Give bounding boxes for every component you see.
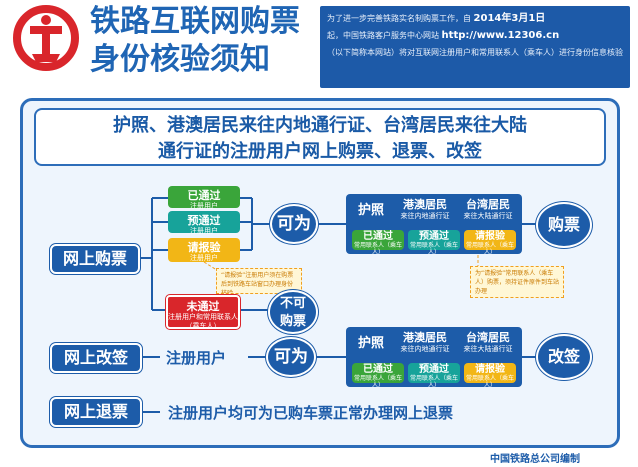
doc-sub: 来往大陆通行证: [463, 345, 513, 353]
note-pending-contact: 为“请报验”常用联系人（乘车人）购票，须持证件原件到车站办理: [470, 266, 564, 298]
title-line1: 铁路互联网购票: [90, 4, 300, 39]
purchase-docs-panel: 护照 港澳居民 来往内地通行证 台湾居民 来往大陆通行证 已通过 常用联系人（乘…: [346, 194, 522, 256]
status-sub: 常用联系人（乘车人）: [409, 242, 458, 256]
doc-main: 台湾居民: [466, 331, 510, 344]
heading-box: 护照、港澳居民来往内地通行证、台湾居民来往大陆 通行证的注册用户网上购票、退票、…: [34, 108, 606, 166]
doc-sub: 来往内地通行证: [400, 212, 450, 220]
doc-main: 港澳居民: [403, 331, 447, 344]
status-sub: 常用联系人（乘车人）: [409, 375, 458, 389]
status-main: 已通过: [363, 231, 393, 242]
taiwan-doc: 台湾居民 来往大陆通行证: [458, 198, 518, 226]
heading-line1: 护照、港澳居民来往内地通行证、台湾居民来往大陆: [113, 115, 527, 136]
status-sub: 注册用户: [190, 227, 218, 235]
status-pre-passed: 预通过 注册用户: [168, 211, 240, 235]
status-main: 预通过: [187, 214, 221, 227]
status-sub: 常用联系人（乘车人）: [465, 375, 514, 389]
status-main: 未通过: [186, 300, 220, 313]
notice-line: （以下简称本网站）将对互联网注册用户和常用联系人（乘车人）进行身份信息核验。: [327, 48, 623, 57]
doc-sub: 来往大陆通行证: [463, 212, 513, 220]
notice-box: 为了进一步完善铁路实名制购票工作，自 2014年3月1日 起，中国铁路客户服务中…: [320, 6, 630, 88]
heading-line2: 通行证的注册用户网上购票、退票、改签: [158, 141, 482, 162]
status-sub: 常用联系人（乘车人）: [353, 375, 402, 389]
contact-pending-check: 请报验 常用联系人（乘车人）: [464, 363, 516, 389]
contact-pre-passed: 预通过 常用联系人（乘车人）: [408, 230, 460, 256]
change-result-circle: 改签: [536, 334, 592, 380]
status-pending-check: 请报验 注册用户: [168, 238, 240, 262]
status-main: 请报验: [187, 241, 221, 254]
passport-doc: 护照: [357, 336, 384, 351]
hk-macao-doc: 港澳居民 来往内地通行证: [396, 198, 454, 226]
doc-main: 台湾居民: [466, 198, 510, 211]
purchase-result-circle: 购票: [536, 202, 592, 248]
online-change-label: 网上改签: [50, 343, 142, 373]
status-passed: 已通过 注册用户: [168, 186, 240, 210]
status-main: 已通过: [187, 189, 221, 202]
status-sub: 常用联系人（乘车人）: [465, 242, 514, 256]
change-user-text: 注册用户: [166, 349, 227, 367]
status-sub: 注册用户: [190, 254, 218, 262]
status-main: 已通过: [363, 364, 393, 375]
footer-credit: 中国铁路总公司编制: [490, 454, 580, 465]
status-failed: 未通过 注册用户和常用联系人（乘车人）: [166, 295, 240, 330]
contact-passed: 已通过 常用联系人（乘车人）: [352, 230, 404, 256]
notice-line: 为了进一步完善铁路实名制购票工作，自: [327, 14, 471, 23]
contact-passed: 已通过 常用联系人（乘车人）: [352, 363, 404, 389]
allowed-change-circle: 可为: [266, 337, 316, 377]
contact-pending-check: 请报验 常用联系人（乘车人）: [464, 230, 516, 256]
status-sub: 常用联系人（乘车人）: [353, 242, 402, 256]
status-sub: 注册用户和常用联系人（乘车人）: [168, 313, 238, 330]
doc-main: 港澳居民: [403, 198, 447, 211]
note-pending-user: “请报验”注册用户须在购票后到铁路车站窗口办理身份核验: [216, 268, 302, 294]
status-main: 预通过: [419, 364, 449, 375]
notice-date: 2014年3月1日: [473, 13, 546, 24]
status-sub: 注册用户: [190, 202, 218, 210]
title-line2: 身份核验须知: [90, 42, 270, 77]
railway-logo-icon: [13, 5, 79, 71]
status-main: 请报验: [475, 231, 505, 242]
refund-text: 注册用户均可为已购车票正常办理网上退票: [168, 404, 454, 422]
online-purchase-label: 网上购票: [50, 244, 140, 274]
contact-pre-passed: 预通过 常用联系人（乘车人）: [408, 363, 460, 389]
passport-doc: 护照: [357, 203, 384, 218]
notice-url: http://www.12306.cn: [441, 30, 560, 41]
allowed-purchase-circle: 可为: [270, 204, 318, 244]
online-refund-label: 网上退票: [50, 397, 142, 427]
status-main: 预通过: [419, 231, 449, 242]
status-main: 请报验: [475, 364, 505, 375]
hk-macao-doc: 港澳居民 来往内地通行证: [396, 331, 454, 359]
doc-sub: 来往内地通行证: [400, 345, 450, 353]
notice-line: 起，中国铁路客户服务中心网站: [327, 31, 439, 40]
taiwan-doc: 台湾居民 来往大陆通行证: [458, 331, 518, 359]
change-docs-panel: 护照 港澳居民 来往内地通行证 台湾居民 来往大陆通行证 已通过 常用联系人（乘…: [346, 327, 522, 389]
not-allowed-circle: 不可购票: [268, 290, 318, 334]
